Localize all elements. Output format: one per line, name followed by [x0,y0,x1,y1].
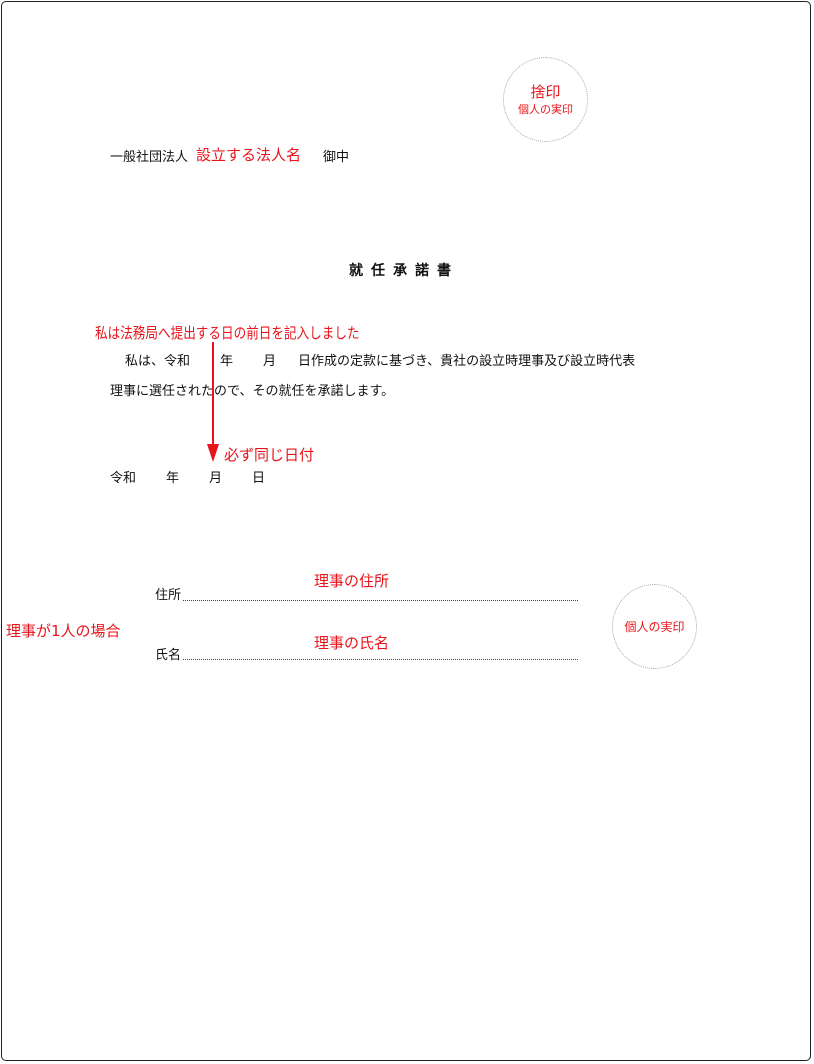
body-line-2: 理事に選任されたので、その就任を承諾します。 [110,384,395,399]
addressee-name: 設立する法人名 [196,146,302,164]
title-char: 任 [371,263,385,279]
arrow-down-icon [207,342,219,462]
address-dotted-line [183,600,578,601]
title-char: 書 [437,263,451,279]
date-line: 令和 年 月 日 [110,467,265,486]
title-char: 承 [393,263,407,279]
address-label: 住所 [155,588,182,603]
annotation-submission-date: 私は法務局へ提出する日の前日を記入しました [95,324,360,342]
discard-seal-sub: 個人の実印 [518,102,573,116]
name-value: 理事の氏名 [314,634,390,652]
single-director-note: 理事が1人の場合 [6,622,121,640]
discard-seal-label: 捨印 [530,82,561,101]
document-title: 就任承諾書 [345,260,455,280]
body-l1-era: 私は、令和 [125,354,191,369]
body-l1-month: 月 [263,354,277,369]
title-char: 諾 [415,263,429,279]
name-label: 氏名 [155,648,182,663]
body-l1-rest: 日作成の定款に基づき、貴社の設立時理事及び設立時代表 [298,354,636,369]
date-era: 令和 [110,471,137,486]
address-value: 理事の住所 [314,572,390,590]
title-char: 就 [349,263,363,279]
date-day: 日 [252,471,266,486]
annotation-same-date: 必ず同じ日付 [224,446,315,464]
name-dotted-line [183,659,578,660]
date-month: 月 [209,471,223,486]
body-line-1: 私は、令和 年 月 日作成の定款に基づき、貴社の設立時理事及び設立時代表 [125,350,635,369]
addressee-suffix: 御中 [323,150,350,165]
personal-seal-label: 個人の実印 [624,619,685,634]
addressee-prefix: 一般社団法人 [110,150,189,165]
addressee-line: 一般社団法人 設立する法人名 御中 [110,143,349,165]
date-year: 年 [166,471,180,486]
personal-seal-circle: 個人の実印 [612,584,697,669]
discard-seal-circle: 捨印 個人の実印 [503,57,588,142]
body-l1-year: 年 [220,354,234,369]
